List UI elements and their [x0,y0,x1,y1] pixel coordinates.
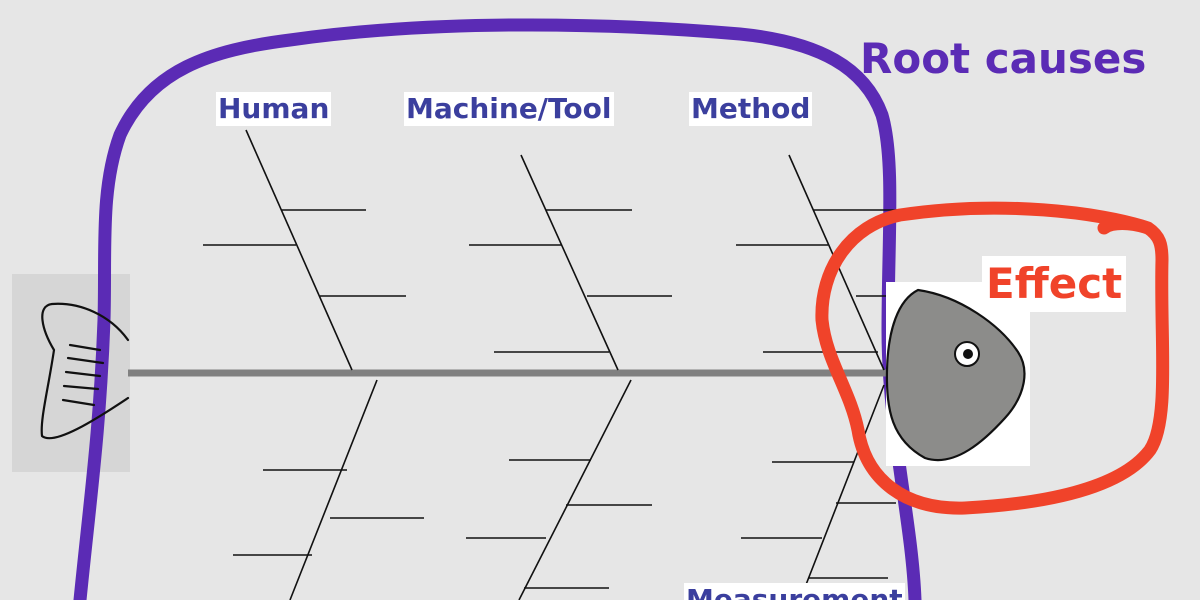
fish-head-icon [885,288,1026,462]
branch-lower-1 [289,379,378,600]
effect-title: Effect [982,256,1127,312]
category-label-machine-tool: Machine/Tool [404,92,614,126]
effect-outline [815,201,1170,515]
branch-measurement [799,384,885,600]
category-label-human: Human [216,92,332,126]
branch-machine-tool [520,154,619,371]
fish-eye-icon [954,341,980,367]
branch-lower-2 [518,379,632,600]
branch-human [245,129,353,371]
root-causes-title: Root causes [860,34,1147,83]
fish-tail-icon [40,302,130,440]
category-label-method: Method [689,92,813,126]
category-label-measurement: Measurement [684,583,905,600]
